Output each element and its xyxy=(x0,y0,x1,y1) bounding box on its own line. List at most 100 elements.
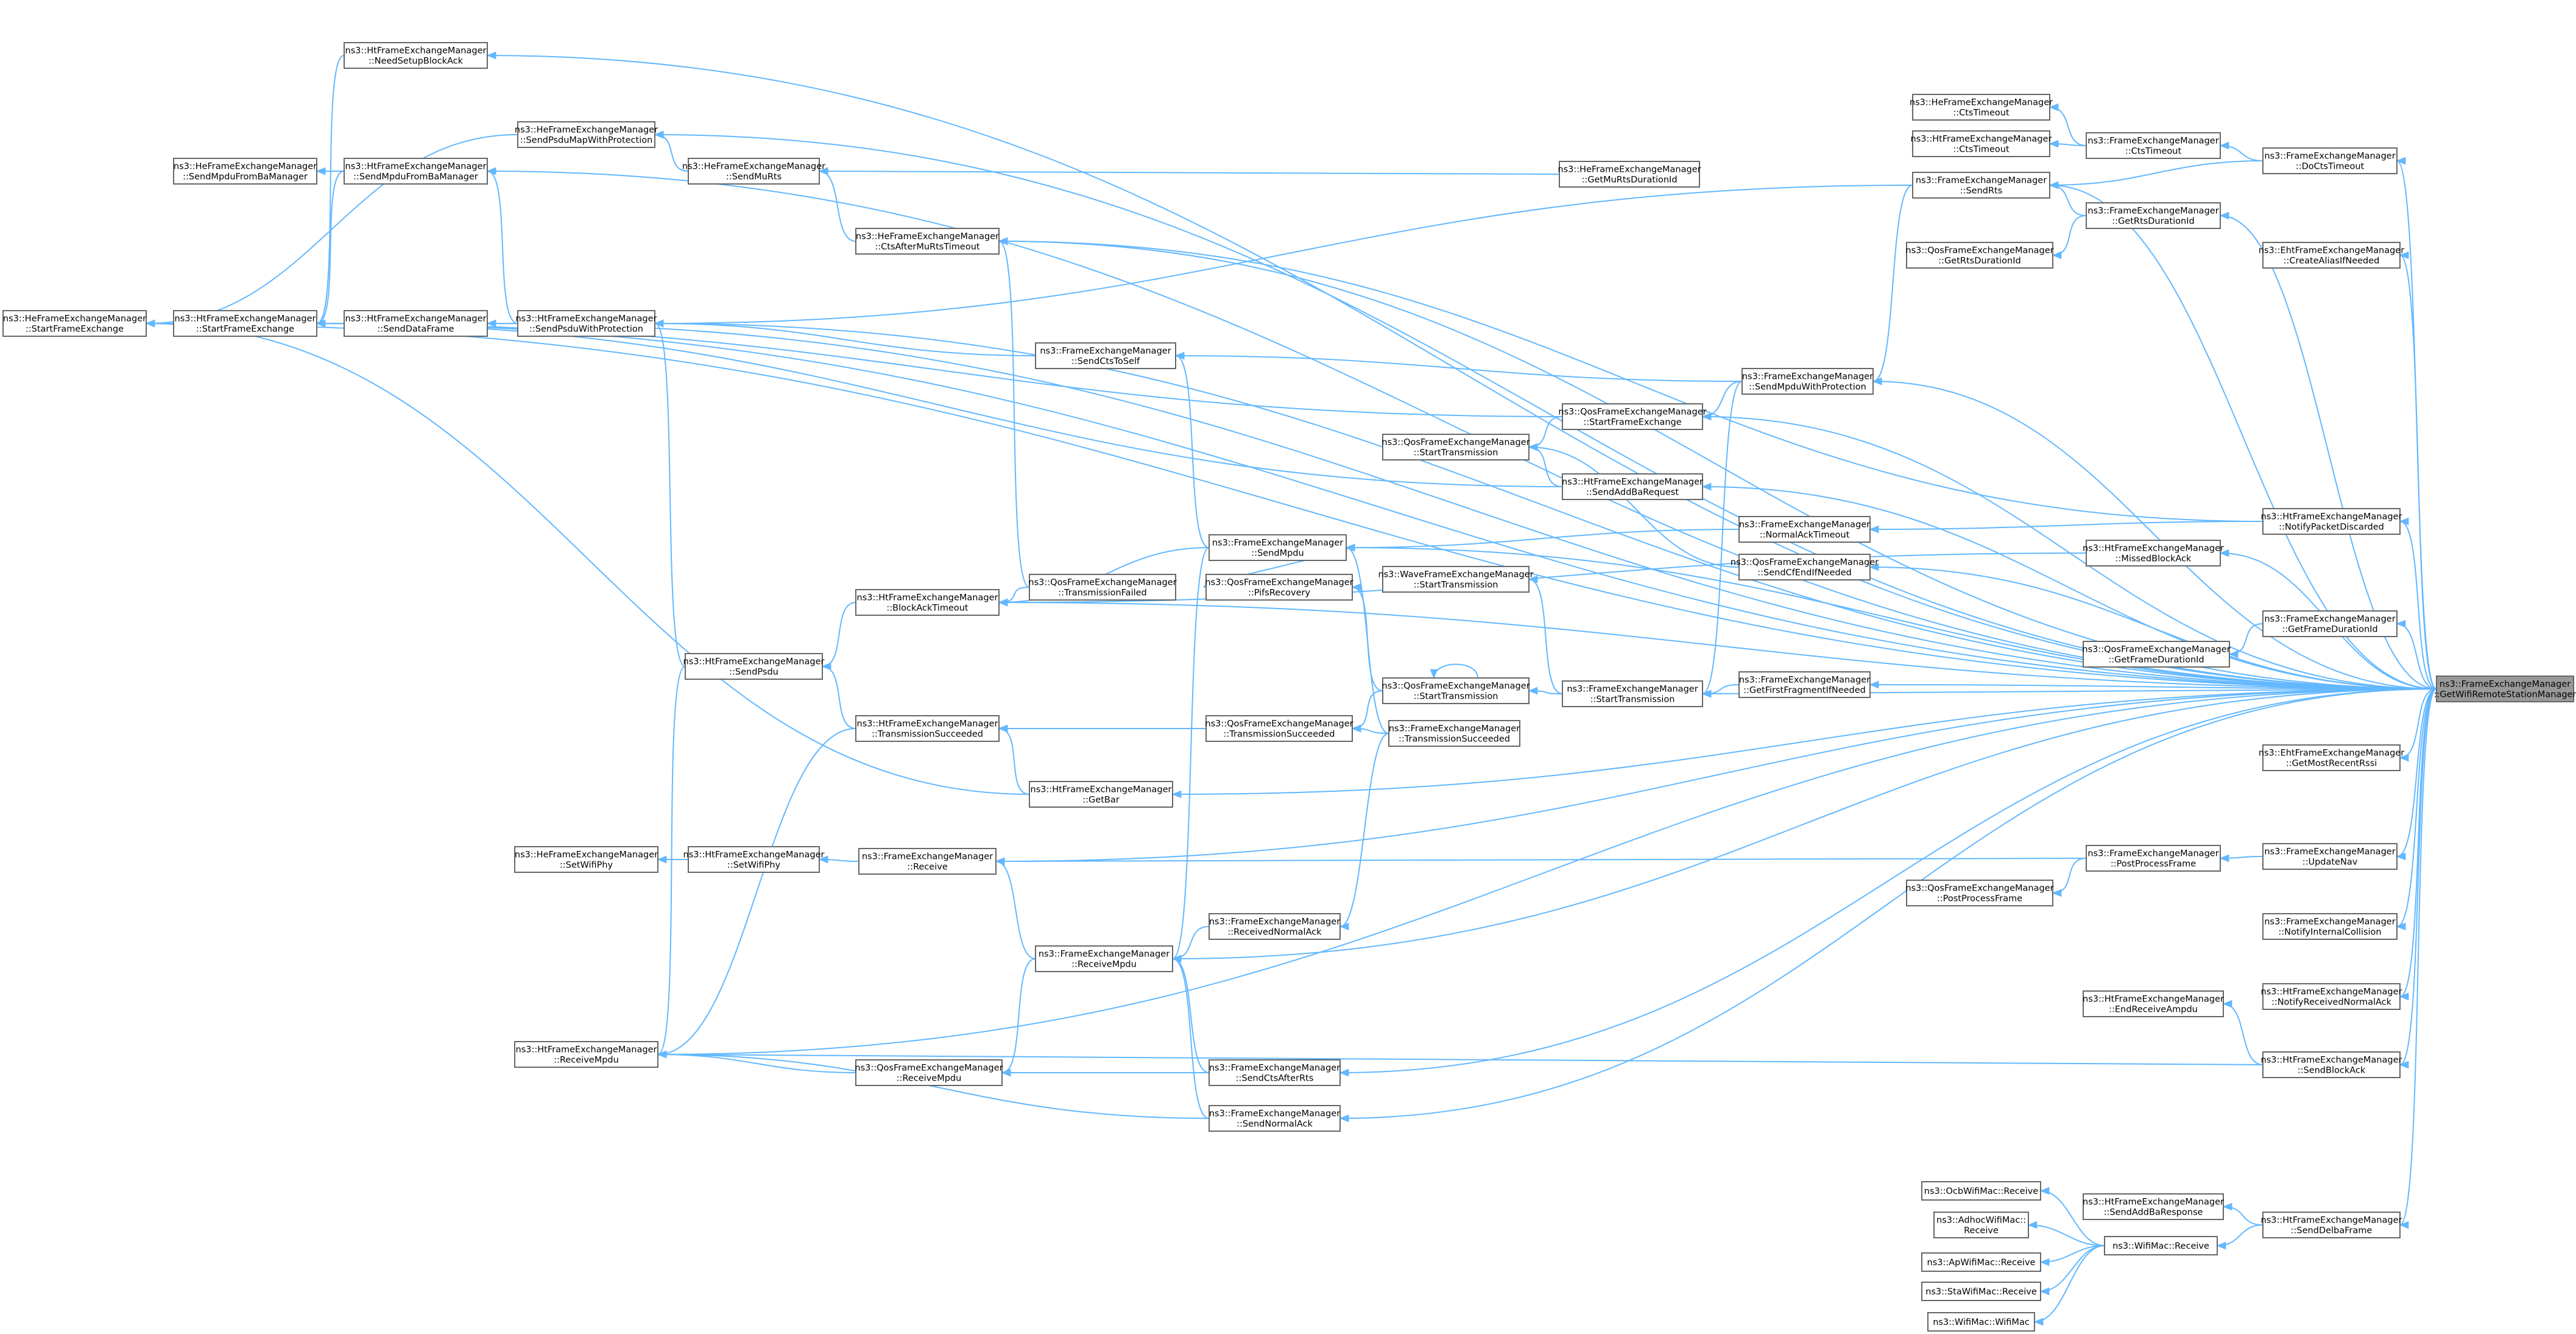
node-box xyxy=(2262,1051,2401,1078)
node-label: ns3::QosFrameExchangeManager xyxy=(855,1064,1003,1073)
function-node[interactable]: ns3::HtFrameExchangeManager::NotifyRecei… xyxy=(2261,983,2402,1010)
function-node[interactable]: ns3::FrameExchangeManager::NotifyInterna… xyxy=(2262,913,2398,940)
function-node[interactable]: ns3::HtFrameExchangeManager::MissedBlock… xyxy=(2083,540,2224,566)
function-node[interactable]: ns3::HtFrameExchangeManager::SendDataFra… xyxy=(344,310,488,337)
node-label: ::BlockAckTimeout xyxy=(886,604,969,613)
function-node[interactable]: ns3::QosFrameExchangeManager::Transmissi… xyxy=(1205,715,1353,742)
function-node[interactable]: ns3::FrameExchangeManager::ReceivedNorma… xyxy=(1209,913,1341,940)
function-node[interactable]: ns3::FrameExchangeManager::Receive xyxy=(858,848,997,875)
function-node[interactable]: ns3::FrameExchangeManager::GetFirstFragm… xyxy=(1738,671,1871,698)
function-node[interactable]: ns3::QosFrameExchangeManager::StartTrans… xyxy=(1382,677,1530,704)
node-label: ::PostProcessFrame xyxy=(1937,894,2022,904)
function-node[interactable]: ns3::HeFrameExchangeManager::GetMuRtsDur… xyxy=(1558,161,1701,188)
node-box xyxy=(2083,641,2230,668)
node-label: ::GetRtsDurationId xyxy=(1938,256,2020,266)
call-edge xyxy=(2219,141,2264,161)
function-node[interactable]: ns3::QosFrameExchangeManager::StartFrame… xyxy=(1558,403,1707,430)
call-edge xyxy=(2219,211,2437,690)
function-node[interactable]: ns3::StaWifiMac::Receive xyxy=(1921,1282,2041,1301)
function-node[interactable]: ns3::EhtFrameExchangeManager::GetMostRec… xyxy=(2259,744,2404,771)
node-box xyxy=(1209,534,1347,561)
node-box xyxy=(2086,132,2221,159)
function-node[interactable]: ns3::ApWifiMac::Receive xyxy=(1921,1252,2041,1272)
call-edge xyxy=(316,319,1563,487)
function-node[interactable]: ns3::HeFrameExchangeManager::SendMpduFro… xyxy=(173,158,317,185)
function-node[interactable]: ns3::QosFrameExchangeManager::GetFrameDu… xyxy=(2082,641,2231,668)
function-node[interactable]: ns3::FrameExchangeManager::DoCtsTimeout xyxy=(2262,147,2398,174)
function-node[interactable]: ns3::HtFrameExchangeManager::SendBlockAc… xyxy=(2261,1051,2402,1078)
function-node[interactable]: ns3::FrameExchangeManager::GetFrameDurat… xyxy=(2262,610,2398,637)
function-node[interactable]: ns3::HtFrameExchangeManager::Transmissio… xyxy=(855,715,1000,742)
node-label: ns3::FrameExchangeManager xyxy=(862,852,993,862)
function-node[interactable]: ns3::FrameExchangeManager::NormalAckTime… xyxy=(1738,516,1871,543)
node-box xyxy=(2083,990,2224,1017)
function-node[interactable]: ns3::HeFrameExchangeManager::CtsAfterMuR… xyxy=(855,228,1000,255)
function-node[interactable]: ns3::FrameExchangeManager::SendMpdu xyxy=(1209,534,1347,561)
node-label: ::CtsTimeout xyxy=(1953,145,2010,155)
node-label: ns3::FrameExchangeManager xyxy=(2087,136,2218,146)
node-label: ::GetFirstFragmentIfNeeded xyxy=(1743,686,1866,696)
call-edge xyxy=(2399,688,2437,1229)
function-node[interactable]: ns3::QosFrameExchangeManager::ReceiveMpd… xyxy=(855,1059,1003,1086)
function-node[interactable]: ns3::HeFrameExchangeManager::CtsTimeout xyxy=(1910,94,2053,121)
function-node[interactable]: ns3::EhtFrameExchangeManager::CreateAlia… xyxy=(2259,242,2404,269)
function-node[interactable]: ns3::FrameExchangeManager::SendMpduWithP… xyxy=(1741,368,1874,395)
function-node[interactable]: ns3::HtFrameExchangeManager::SendAddBaRe… xyxy=(1562,473,1703,500)
call-edge xyxy=(818,167,1560,175)
function-node[interactable]: ns3::FrameExchangeManager::SendRts xyxy=(1912,172,2050,199)
function-node[interactable]: ns3::HtFrameExchangeManager::GetBar xyxy=(1029,781,1173,808)
function-node[interactable]: ns3::HtFrameExchangeManager::SendPsduWit… xyxy=(516,310,657,337)
function-node[interactable]: ns3::HtFrameExchangeManager::SendPsdu xyxy=(683,653,825,680)
function-node[interactable]: ns3::FrameExchangeManager::PostProcessFr… xyxy=(2086,845,2221,872)
function-node[interactable]: ns3::HtFrameExchangeManager::NotifyPacke… xyxy=(2261,508,2402,535)
function-node[interactable]: ns3::HtFrameExchangeManager::SendMpduFro… xyxy=(344,158,488,185)
function-node[interactable]: ns3::FrameExchangeManager::UpdateNav xyxy=(2262,843,2398,870)
node-label: ::NotifyInternalCollision xyxy=(2278,928,2381,937)
call-edge xyxy=(995,857,2087,866)
function-node[interactable]: ns3::QosFrameExchangeManager::Transmissi… xyxy=(1028,574,1177,601)
function-node[interactable]: ns3::OcbWifiMac::Receive xyxy=(1921,1181,2041,1201)
call-edge xyxy=(145,319,1030,795)
function-node[interactable]: ns3::FrameExchangeManager::CtsTimeout xyxy=(2086,132,2221,159)
function-node[interactable]: ns3::HtFrameExchangeManager::BlockAckTim… xyxy=(855,589,1000,616)
function-node[interactable]: ns3::QosFrameExchangeManager::GetRtsDura… xyxy=(1905,242,2054,269)
function-node[interactable]: ns3::FrameExchangeManager::ReceiveMpdu xyxy=(1035,945,1173,972)
function-node[interactable]: ns3::QosFrameExchangeManager::PostProces… xyxy=(1905,880,2054,906)
function-node[interactable]: ns3::HtFrameExchangeManager::ReceiveMpdu xyxy=(514,1041,658,1068)
function-node[interactable]: ns3::FrameExchangeManager::SendCtsToSelf xyxy=(1035,342,1176,369)
function-node[interactable]: ns3::WifiMac::Receive xyxy=(2104,1236,2218,1255)
function-node[interactable]: ns3::HeFrameExchangeManager::SendPsduMap… xyxy=(515,121,658,148)
function-node[interactable]: ns3::HtFrameExchangeManager::NeedSetupBl… xyxy=(344,42,488,69)
call-edge xyxy=(1345,543,1389,734)
function-node[interactable]: ns3::FrameExchangeManager::SendNormalAck xyxy=(1209,1105,1341,1132)
function-node[interactable]: ns3::HtFrameExchangeManager::StartFrameE… xyxy=(173,310,317,337)
function-node[interactable]: ns3::HtFrameExchangeManager::SetWifiPhy xyxy=(683,846,825,873)
function-node[interactable]: ns3::HeFrameExchangeManager::SendMuRts xyxy=(682,158,825,185)
function-node[interactable]: ns3::HtFrameExchangeManager::CtsTimeout xyxy=(1911,130,2052,157)
function-node[interactable]: ns3::HtFrameExchangeManager::EndReceiveA… xyxy=(2083,990,2224,1017)
node-label: ns3::WaveFrameExchangeManager xyxy=(1378,570,1533,580)
function-node[interactable]: ns3::HtFrameExchangeManager::SendDelbaFr… xyxy=(2261,1212,2402,1238)
node-label: ns3::HtFrameExchangeManager xyxy=(2083,1198,2224,1207)
function-node[interactable]: ns3::FrameExchangeManager::StartTransmis… xyxy=(1562,680,1703,707)
function-node[interactable]: ns3::QosFrameExchangeManager::StartTrans… xyxy=(1382,434,1530,461)
node-label: ns3::QosFrameExchangeManager xyxy=(1905,246,2053,256)
function-node[interactable]: ns3::FrameExchangeManager::GetRtsDuratio… xyxy=(2086,202,2221,229)
function-node[interactable]: ns3::HeFrameExchangeManager::StartFrameE… xyxy=(2,310,147,337)
call-edge xyxy=(2222,1202,2264,1226)
call-edge xyxy=(654,185,1913,328)
function-node[interactable]: ns3::FrameExchangeManager::SendCtsAfterR… xyxy=(1209,1059,1341,1086)
function-node[interactable]: ns3::HeFrameExchangeManager::SetWifiPhy xyxy=(514,846,658,873)
root-function-node[interactable]: ns3::FrameExchangeManager::GetWifiRemote… xyxy=(2434,676,2576,702)
node-label: ns3::QosFrameExchangeManager xyxy=(1382,438,1530,448)
function-node[interactable]: ns3::AdhocWifiMac::Receive xyxy=(1933,1212,2029,1238)
call-edge xyxy=(821,662,856,729)
function-node[interactable]: ns3::QosFrameExchangeManager::PifsRecove… xyxy=(1205,574,1353,601)
call-edge xyxy=(486,167,2437,690)
node-label: ::NotifyPacketDiscarded xyxy=(2279,523,2384,532)
function-node[interactable]: ns3::QosFrameExchangeManager::SendCfEndI… xyxy=(1731,554,1879,581)
function-node[interactable]: ns3::FrameExchangeManager::TransmissionS… xyxy=(1388,720,1520,747)
function-node[interactable]: ns3::WaveFrameExchangeManager::StartTran… xyxy=(1378,566,1534,593)
function-node[interactable]: ns3::WifiMac::WifiMac xyxy=(1927,1312,2035,1332)
function-node[interactable]: ns3::HtFrameExchangeManager::SendAddBaRe… xyxy=(2083,1193,2224,1220)
